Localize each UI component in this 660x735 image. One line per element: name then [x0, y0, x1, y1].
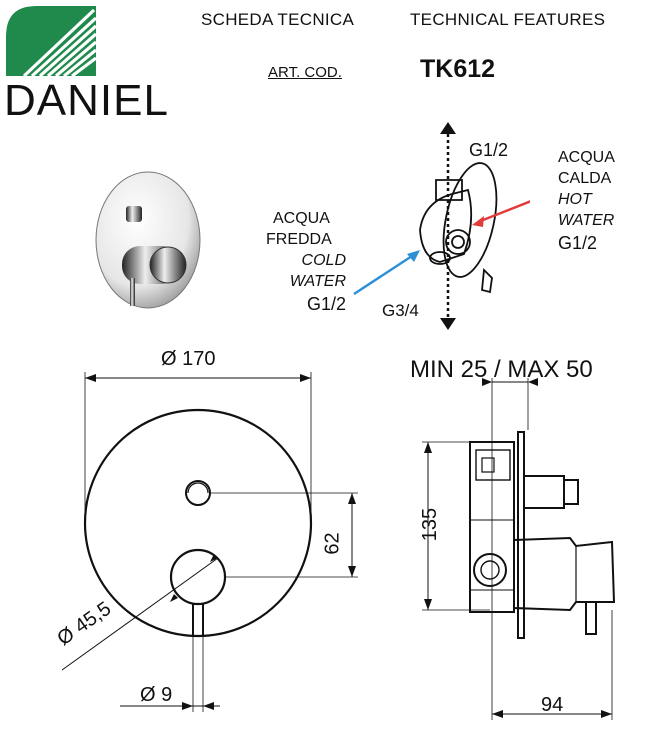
- handle-offset-label: 62: [321, 532, 344, 555]
- cold-connection-size: G1/2: [306, 294, 346, 314]
- side-view-drawing: [422, 378, 616, 720]
- art-cod-value: TK612: [420, 55, 496, 83]
- top-connection-size: G1/2: [469, 140, 509, 160]
- brand-name: DANIEL: [4, 76, 169, 125]
- cold-water-label: ACQUA FREDDA COLD WATER G1/2: [266, 210, 346, 314]
- depth-range-label: MIN 25 / MAX 50: [410, 356, 593, 383]
- projection-label: 94: [541, 694, 564, 716]
- product-photo: [88, 168, 208, 318]
- title-italian: SCHEDA TECNICA: [201, 10, 355, 29]
- cold-water-arrow: [353, 250, 420, 296]
- connection-diagram: [419, 122, 530, 330]
- front-view-drawing: [61, 372, 358, 712]
- lever-diameter-label: Ø 9: [140, 684, 173, 706]
- stripes-logo-icon: [6, 6, 96, 76]
- bottom-connection-size: G3/4: [382, 301, 419, 320]
- hot-connection-size: G1/2: [558, 233, 598, 253]
- title-english: TECHNICAL FEATURES: [410, 10, 606, 29]
- hot-water-label: ACQUA CALDA HOT WATER G1/2: [558, 149, 615, 253]
- plate-diameter-label: Ø 170: [161, 348, 216, 370]
- art-cod-label: ART. COD.: [268, 64, 342, 81]
- height-label: 135: [419, 507, 442, 542]
- brand-logo: [6, 6, 96, 76]
